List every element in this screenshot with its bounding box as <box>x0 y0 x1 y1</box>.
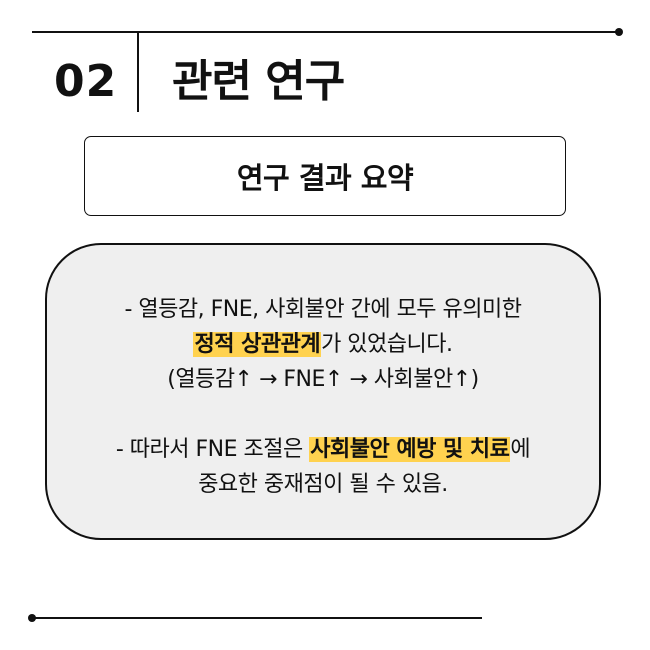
highlight-positive-correlation: 정적 상관관계 <box>193 332 322 357</box>
content-line-5: 중요한 중재점이 될 수 있음. <box>198 472 448 497</box>
summary-title: 연구 결과 요약 <box>236 161 414 195</box>
bottom-rule-dot <box>28 614 36 622</box>
content-line-4: - 따라서 FNE 조절은 사회불안 예방 및 치료에 <box>47 432 599 467</box>
content-line-2: 정적 상관관계가 있었습니다. <box>47 327 599 362</box>
title-divider <box>137 31 139 112</box>
content-blank-line <box>47 397 599 432</box>
top-rule-dot <box>615 28 623 36</box>
content-line-2-rest: 가 있었습니다. <box>321 332 453 357</box>
top-rule <box>32 31 619 33</box>
content-line-4-pre: - 따라서 FNE 조절은 <box>115 437 310 462</box>
section-number: 02 <box>54 56 118 107</box>
content-card: - 열등감, FNE, 사회불안 간에 모두 유의미한 정적 상관관계가 있었습… <box>45 243 601 540</box>
content-line-3: (열등감↑ → FNE↑ → 사회불안↑) <box>167 367 479 392</box>
content-line-4-post: 에 <box>510 437 531 462</box>
bottom-rule <box>32 617 482 619</box>
section-title: 관련 연구 <box>172 56 345 107</box>
highlight-prevention-treatment: 사회불안 예방 및 치료 <box>309 437 511 462</box>
summary-title-box: 연구 결과 요약 <box>84 136 566 216</box>
content-line-1: - 열등감, FNE, 사회불안 간에 모두 유의미한 <box>124 297 523 322</box>
content-text: - 열등감, FNE, 사회불안 간에 모두 유의미한 정적 상관관계가 있었습… <box>47 292 599 502</box>
